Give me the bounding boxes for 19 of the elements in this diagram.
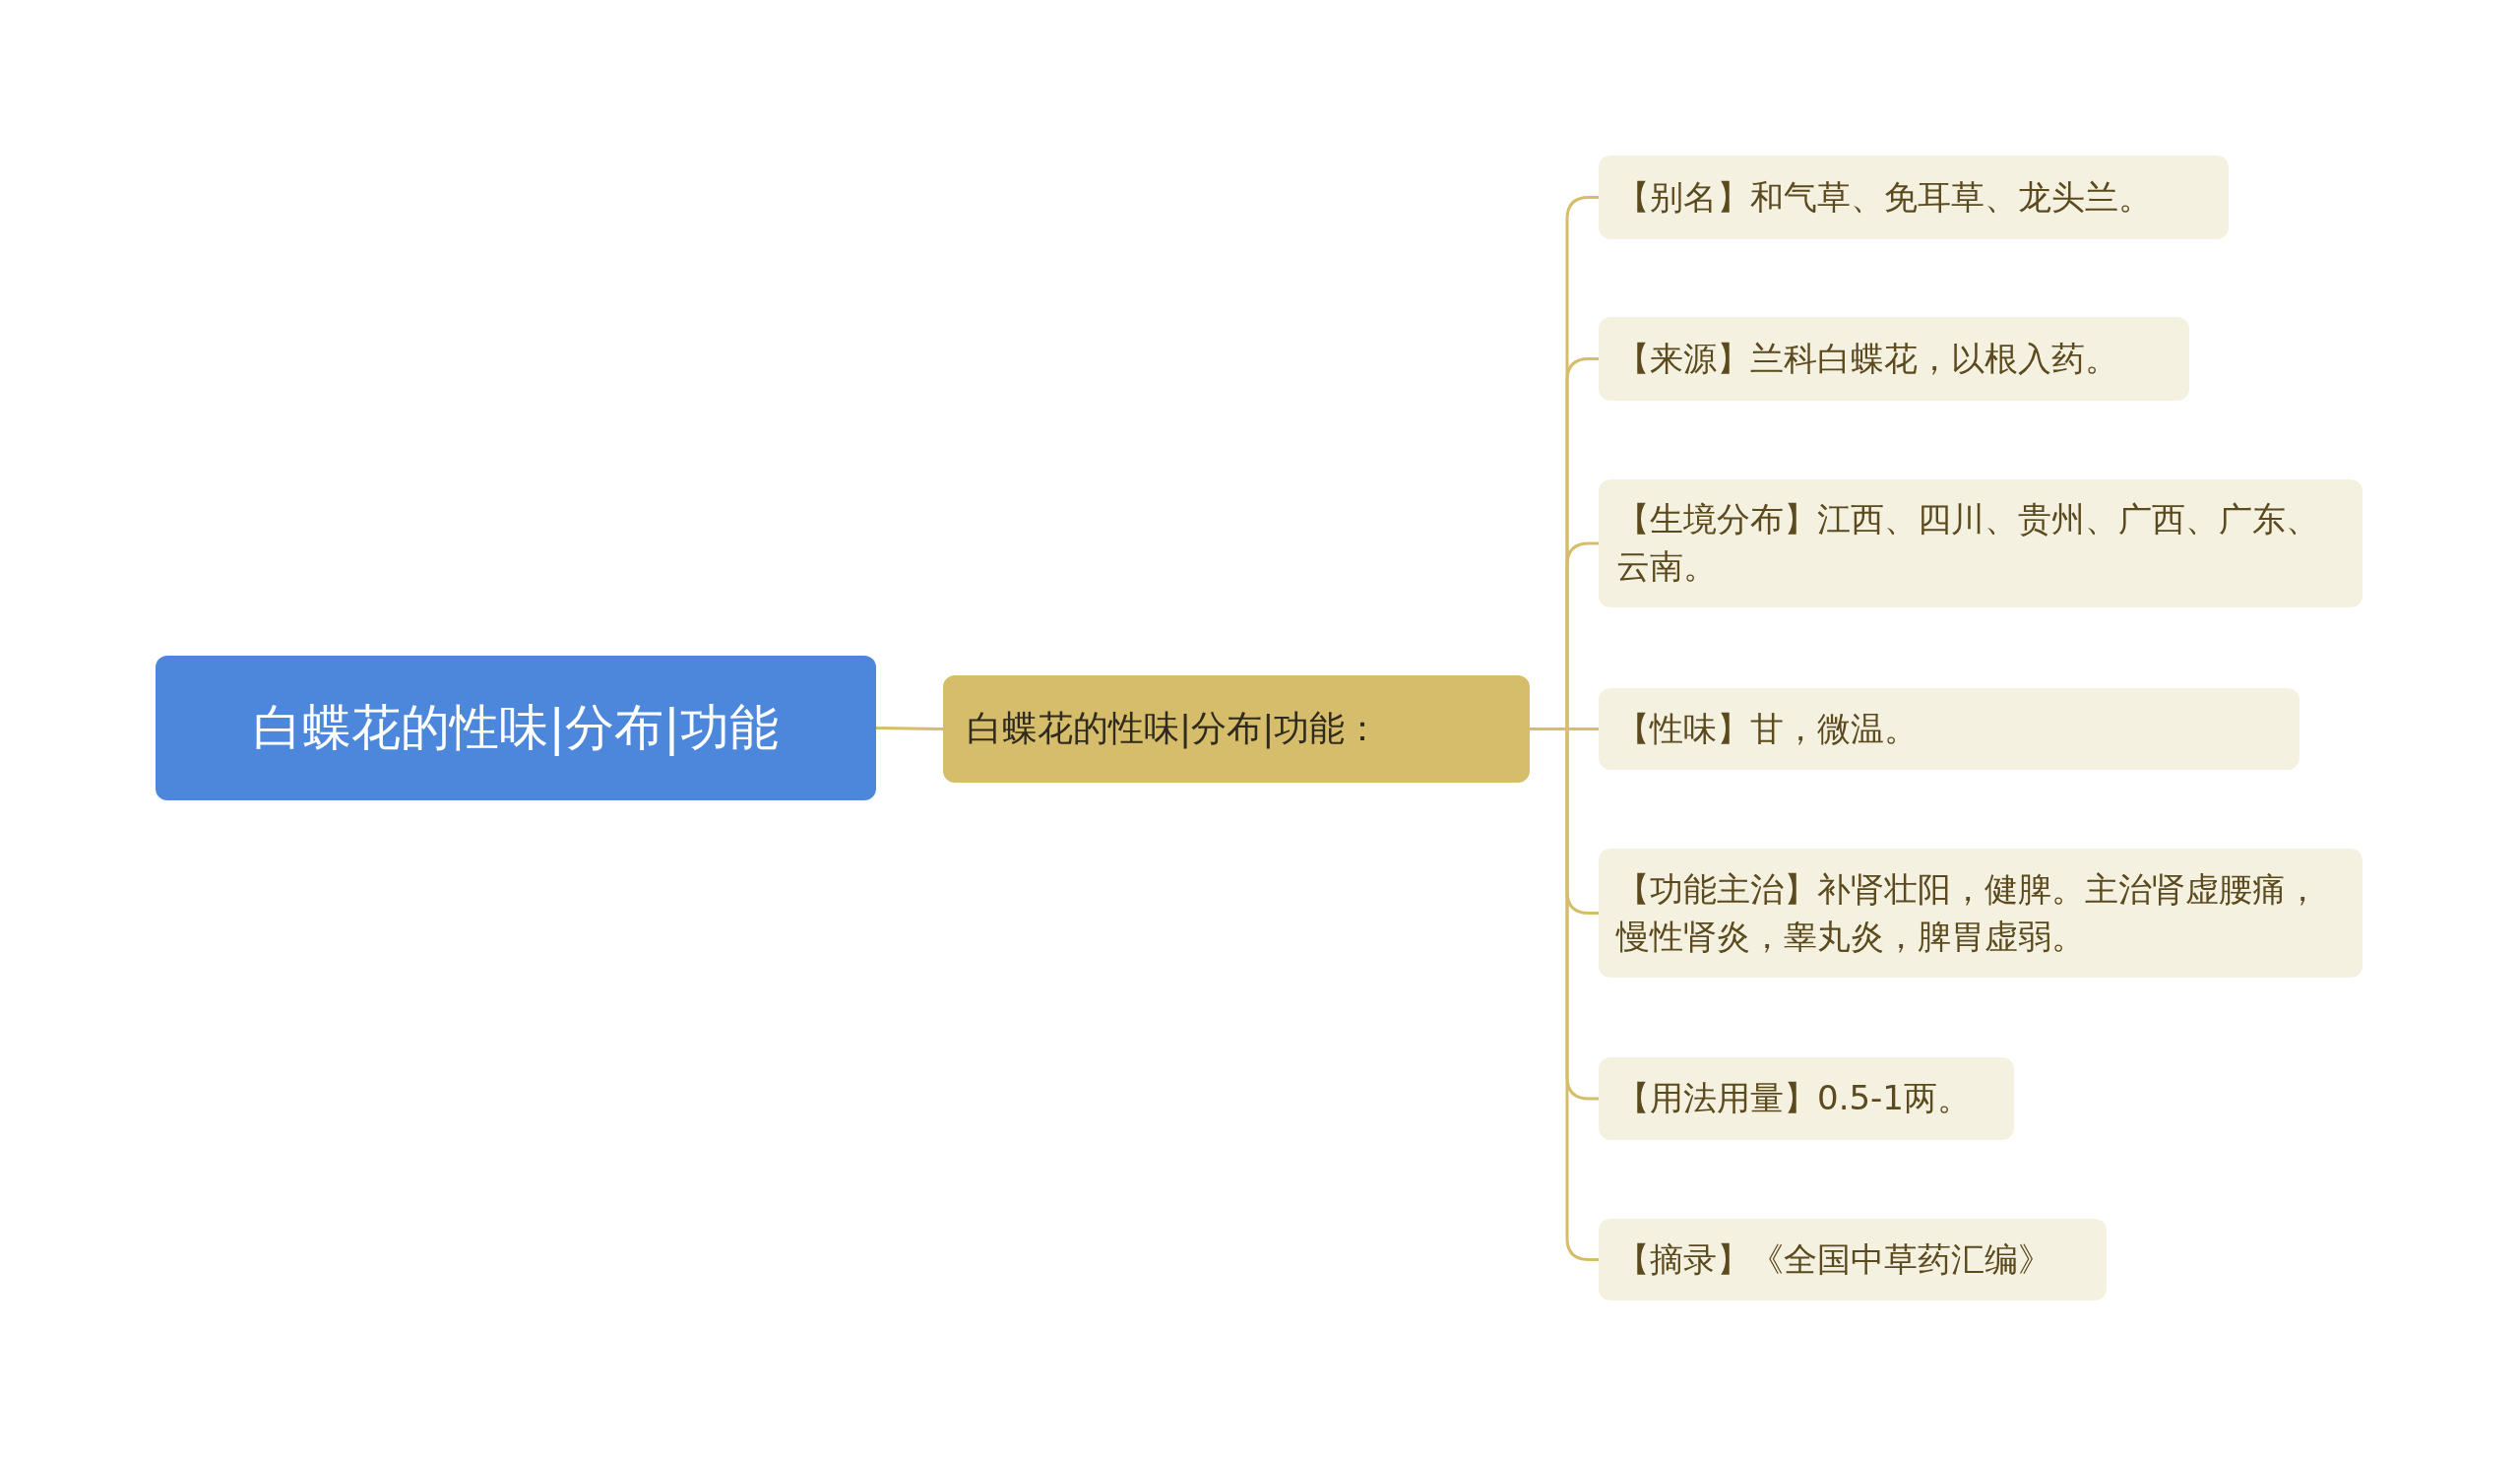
- leaf-topic-box: [1599, 1057, 2014, 1140]
- leaf-topic-box: [1599, 317, 2189, 401]
- topic-text: 【摘录】《全国中草药汇编》: [1616, 1237, 2051, 1281]
- topic-text: 【用法用量】0.5-1两。: [1616, 1077, 1971, 1120]
- topic-text: 【别名】和气草、免耳草、龙头兰。: [1616, 175, 2152, 219]
- branch-topic-box: [943, 675, 1530, 783]
- connector-line: [875, 727, 944, 730]
- leaf-topic-box: [1599, 849, 2362, 978]
- leaf-topic-box: [1599, 688, 2300, 770]
- leaf-topic-box: [1599, 156, 2229, 239]
- leaf-topic-box: [1599, 479, 2362, 607]
- topic-text: 【来源】兰科白蝶花，以根入药。: [1616, 337, 2118, 380]
- topic-text: 【功能主治】补肾壮阳，健脾。主治肾虚腰痛，慢性肾炎，睾丸炎，脾胃虚弱。: [1616, 867, 2320, 958]
- topic-text: 白蝶花的性味|分布|功能: [253, 698, 779, 758]
- root-topic-box: [156, 656, 876, 800]
- topic-text: 白蝶花的性味|分布|功能：: [967, 707, 1381, 751]
- topic-text: 【性味】甘，微温。: [1616, 707, 1918, 750]
- topic-text: 【生境分布】江西、四川、贵州、广西、广东、云南。: [1616, 498, 2320, 588]
- leaf-topic-box: [1599, 1219, 2107, 1300]
